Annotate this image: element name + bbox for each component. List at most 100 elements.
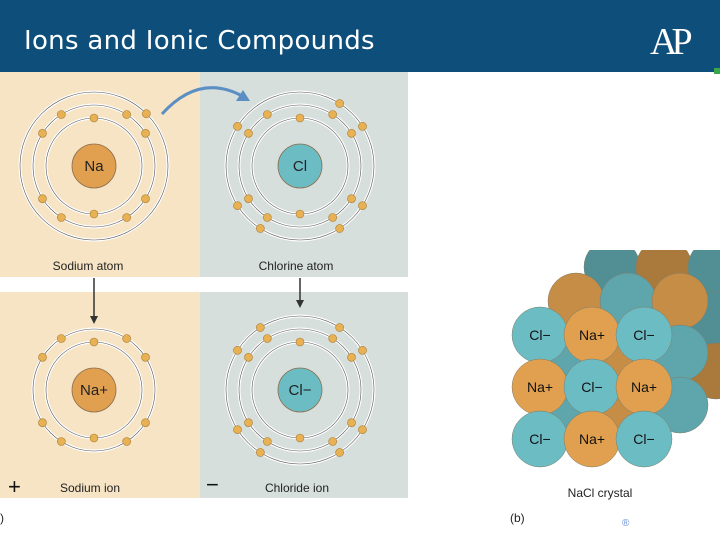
electron <box>89 113 99 123</box>
sodium-atom-diagram: Na <box>18 90 170 242</box>
electron <box>57 213 66 222</box>
electron <box>295 337 305 347</box>
sodium-down-arrowhead <box>90 316 98 324</box>
ion-label: Cl− <box>529 327 550 343</box>
sodium-atom-label: Sodium atom <box>53 259 124 273</box>
chlorine-down-arrowhead <box>296 300 304 308</box>
electron <box>57 110 66 119</box>
electron <box>328 334 337 343</box>
sodium-ion-label: Sodium ion <box>60 481 120 495</box>
electron-shell-outline <box>238 328 362 452</box>
electron <box>295 209 305 219</box>
electron-shell-outline <box>238 104 362 228</box>
nucleus <box>277 143 323 189</box>
electron <box>38 194 47 203</box>
ion-label: Na+ <box>579 431 605 447</box>
ion-label: Cl− <box>581 379 602 395</box>
electron <box>263 334 272 343</box>
panel-a-label: ) <box>0 511 4 525</box>
nucleus-symbol: Cl <box>293 158 307 175</box>
electron <box>89 209 99 219</box>
electron <box>335 448 344 457</box>
electron-shell-outline <box>32 104 156 228</box>
ion-label: Na+ <box>579 327 605 343</box>
electron <box>233 201 242 210</box>
electron <box>38 353 47 362</box>
electron <box>263 213 272 222</box>
nucleus <box>71 143 117 189</box>
electron-shell-outline <box>225 315 375 465</box>
electron <box>347 194 356 203</box>
electron <box>256 323 265 332</box>
ion-label: Cl− <box>529 431 550 447</box>
electron <box>122 437 131 446</box>
electron <box>141 353 150 362</box>
chlorine-atom-label: Chlorine atom <box>259 259 334 273</box>
nucleus-symbol: Cl− <box>289 382 312 399</box>
electron <box>122 213 131 222</box>
chloride-ion-sphere <box>615 410 673 468</box>
negative-sign: − <box>206 472 219 497</box>
electron <box>263 110 272 119</box>
electron <box>141 129 150 138</box>
electron <box>358 122 367 131</box>
ion-label: Na+ <box>631 379 657 395</box>
electron <box>335 224 344 233</box>
chloride-ion-diagram: Cl− <box>224 314 376 466</box>
nacl-crystal-caption: NaCl crystal <box>568 486 633 500</box>
electron <box>244 418 253 427</box>
electron <box>38 129 47 138</box>
ion-formation-figure: Na Cl Na+ Cl− Sodium atom Chlorine atom … <box>0 72 408 525</box>
ap-logo: AP <box>650 20 704 64</box>
electron <box>89 337 99 347</box>
chloride-ion-label: Chloride ion <box>265 481 329 495</box>
electron <box>122 334 131 343</box>
electron <box>295 113 305 123</box>
electron <box>244 129 253 138</box>
electron-shell-outline <box>19 91 169 241</box>
electron <box>335 323 344 332</box>
electron <box>141 418 150 427</box>
electron-shell-outline <box>32 328 156 452</box>
chlorine-atom-diagram: Cl <box>224 90 376 242</box>
nucleus <box>277 367 323 413</box>
nucleus-symbol: Na+ <box>80 382 108 399</box>
ap-logo-text: AP <box>650 21 693 63</box>
electron <box>328 213 337 222</box>
electron <box>347 418 356 427</box>
panel-b-label: (b) <box>510 511 525 525</box>
nucleus <box>71 367 117 413</box>
electron <box>38 418 47 427</box>
nacl-crystal-figure: Cl−Na+Cl−Na+Cl−Na+Cl−Na+Cl− NaCl crystal… <box>510 250 720 525</box>
electron <box>142 109 151 118</box>
electron <box>122 110 131 119</box>
electron <box>244 353 253 362</box>
header-accent <box>714 68 720 74</box>
ion-label: Cl− <box>633 327 654 343</box>
electron <box>57 437 66 446</box>
nucleus-symbol: Na <box>84 158 104 175</box>
electron <box>244 194 253 203</box>
electron <box>256 224 265 233</box>
electron <box>141 194 150 203</box>
slide-title: Ions and Ionic Compounds <box>24 26 375 56</box>
electron <box>358 425 367 434</box>
electron <box>328 110 337 119</box>
electron <box>347 129 356 138</box>
electron <box>358 346 367 355</box>
electron <box>233 425 242 434</box>
electron <box>233 346 242 355</box>
electron <box>263 437 272 446</box>
nacl-lattice: Cl−Na+Cl−Na+Cl−Na+Cl−Na+Cl− <box>511 250 720 468</box>
title-bar: Ions and Ionic Compounds AP <box>0 0 720 72</box>
electron <box>335 99 344 108</box>
electron <box>89 433 99 443</box>
electron <box>256 448 265 457</box>
electron <box>347 353 356 362</box>
electron-shell-outline <box>225 91 375 241</box>
page-marker: ® <box>622 518 630 529</box>
electron-transfer-arrow <box>160 86 245 116</box>
electron <box>57 334 66 343</box>
positive-sign: + <box>8 474 21 499</box>
electron <box>233 122 242 131</box>
